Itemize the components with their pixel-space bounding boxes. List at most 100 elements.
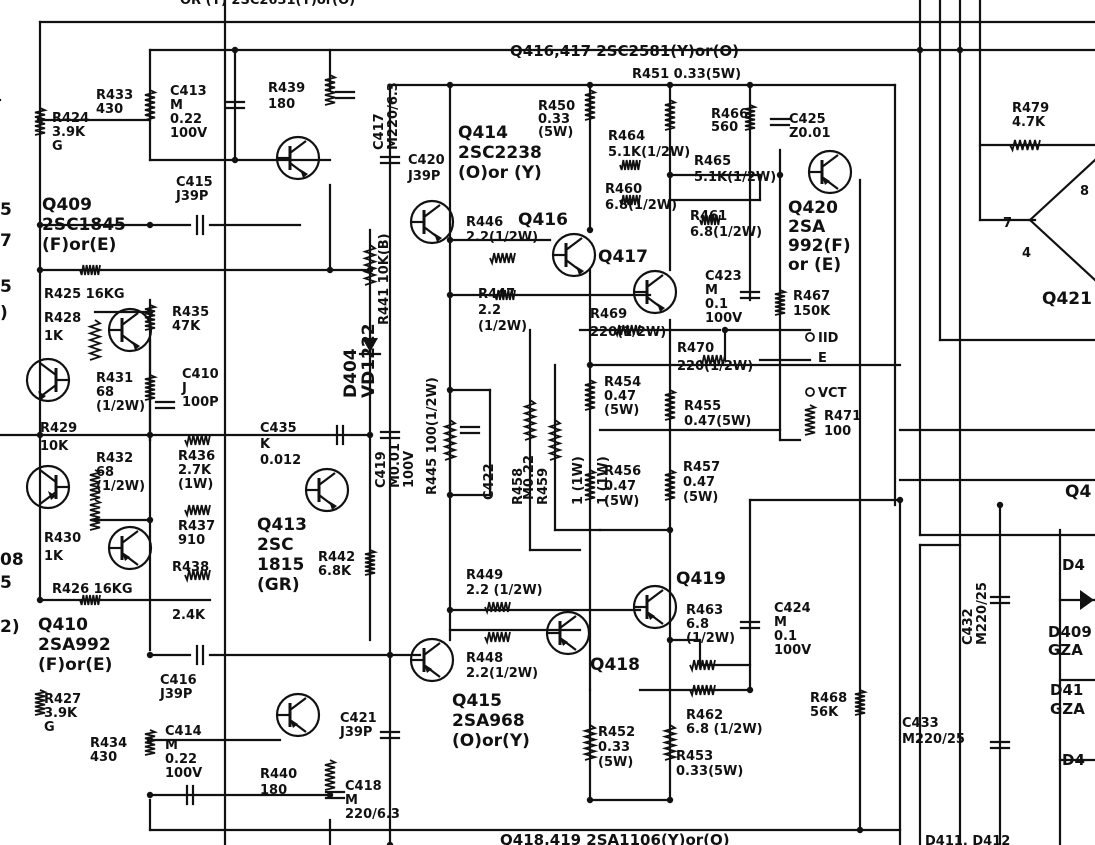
label-line: 0.33 bbox=[598, 740, 630, 755]
label-line: M bbox=[345, 793, 358, 808]
collector-lead bbox=[423, 642, 441, 656]
bottom-partial-label: Q418,419 2SA1106(Y)or(O) bbox=[500, 831, 730, 845]
junction-dot bbox=[586, 796, 594, 804]
transistor-q410 bbox=[107, 525, 153, 571]
junction-dot bbox=[666, 636, 674, 644]
emitter-arrow bbox=[48, 491, 56, 500]
label-line: (5W) bbox=[604, 403, 639, 418]
transistor-label-q4x: Q4 bbox=[1065, 482, 1091, 502]
transistor-q409 bbox=[107, 307, 153, 353]
resistor-label-r445: R445 100(1/2W) bbox=[425, 377, 440, 495]
label-line: (F)or(E) bbox=[38, 655, 112, 675]
label-line: R458 bbox=[511, 468, 526, 505]
label-line: R463 bbox=[686, 603, 723, 618]
resistor-r479 bbox=[1009, 139, 1041, 153]
label-line: R435 bbox=[172, 305, 209, 320]
resistor-r449 bbox=[484, 601, 511, 616]
label-line: R453 bbox=[676, 749, 713, 764]
label-line: Q414 bbox=[458, 123, 508, 143]
emitter-arrow bbox=[38, 391, 46, 400]
label-line: R440 bbox=[260, 767, 297, 782]
label-line: R441 10K(B) bbox=[377, 233, 392, 325]
label-line: R434 bbox=[90, 736, 127, 751]
junction-dot bbox=[231, 46, 239, 54]
label-line: 100V bbox=[705, 311, 742, 326]
label-line: C413 bbox=[170, 84, 207, 99]
resistor-r458 bbox=[522, 399, 538, 441]
label-line: R452 bbox=[598, 725, 635, 740]
label-line: (1/2W) bbox=[686, 631, 735, 646]
label-line: C423 bbox=[705, 269, 742, 284]
resistor-label-r425: R425 16KG bbox=[44, 287, 125, 302]
resistor-r442 bbox=[364, 549, 379, 576]
label-line: R469 bbox=[590, 307, 627, 322]
junction-dot bbox=[146, 651, 154, 659]
diode-label: D4 bbox=[1062, 556, 1085, 574]
label-line: (1W) bbox=[178, 477, 213, 492]
resistor-r427 bbox=[34, 689, 49, 716]
label-line: C415 bbox=[176, 175, 213, 190]
transistor-label-q416: Q416 bbox=[518, 210, 568, 230]
resistor-r435 bbox=[144, 304, 159, 331]
label-line: C410 bbox=[182, 367, 219, 382]
resistor-r455 bbox=[664, 389, 678, 421]
resistor-r463 bbox=[689, 659, 716, 674]
label-line: 47K bbox=[172, 319, 201, 334]
label-line: 3.9K bbox=[52, 125, 86, 140]
label-line: (5W) bbox=[598, 755, 633, 770]
resistor-r456 bbox=[584, 469, 598, 501]
resistor-r433 bbox=[144, 89, 158, 121]
resistor-r460 bbox=[619, 194, 641, 206]
label-line: J bbox=[181, 381, 187, 396]
resistor-r450 bbox=[584, 89, 598, 121]
transistor-label-q419: Q419 bbox=[676, 569, 726, 589]
label-line: C425 bbox=[789, 112, 826, 127]
label-line: M220/25 bbox=[975, 582, 990, 645]
label-line: M bbox=[774, 615, 787, 630]
testpoint-vct bbox=[805, 387, 815, 397]
label-line: R448 bbox=[466, 651, 503, 666]
label-line: 0.22 bbox=[165, 752, 197, 767]
capacitor-label-c417: C417M220/6.3 bbox=[372, 82, 401, 150]
label-line: M220/25 bbox=[902, 732, 965, 747]
label-line: 100V bbox=[774, 643, 811, 658]
label-line: Q409 bbox=[42, 195, 92, 215]
collector-lead bbox=[121, 530, 139, 544]
junction-dot bbox=[996, 501, 1004, 509]
transistor-q413 bbox=[304, 467, 350, 513]
wire bbox=[1028, 158, 1095, 222]
resistor-r471 bbox=[804, 404, 818, 436]
label-line: R464 bbox=[608, 129, 645, 144]
junction-dot bbox=[36, 596, 44, 604]
collector-lead bbox=[39, 362, 57, 376]
diode-d404 bbox=[362, 338, 378, 352]
label-line: VD1222 bbox=[359, 323, 379, 398]
label-line: 0.47(5W) bbox=[684, 414, 751, 429]
label-line: G bbox=[44, 720, 55, 735]
junction-dot bbox=[146, 221, 154, 229]
label-line: M bbox=[705, 283, 718, 298]
left-cut-label: ) bbox=[0, 303, 8, 323]
junction-dot bbox=[446, 491, 454, 499]
label-line: R450 bbox=[538, 99, 575, 114]
label-line: 1 (1W) bbox=[596, 456, 611, 505]
label-line: R431 bbox=[96, 371, 133, 386]
label-line: C433 bbox=[902, 716, 939, 731]
